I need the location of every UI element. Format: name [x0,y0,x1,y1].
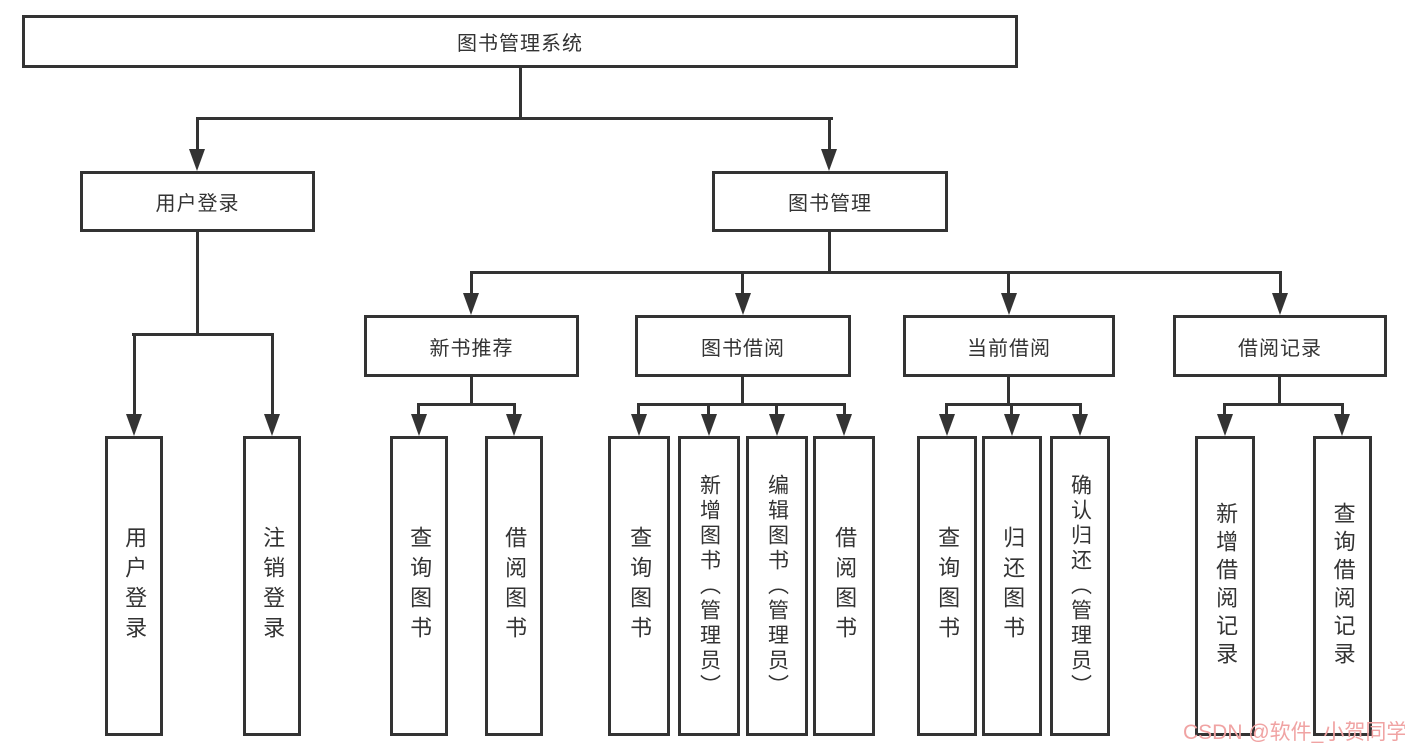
connector-cb-hbar [945,403,1082,406]
connector-br-hbar [1223,403,1344,406]
arrow-nbr-2 [506,414,522,436]
connector-drop-nbr-1 [417,403,420,416]
connector-drop-book-borrow [741,271,744,295]
node-label: 用户登录 [155,193,240,215]
node-label: 图书借阅 [701,337,785,360]
leaf-cb-confirm-return-admin: 确认归还（管理员） [1050,436,1110,736]
leaf-br-query-borrow-record: 查询借阅记录 [1313,436,1372,736]
connector-root-hbar [196,117,833,120]
connector-drop-cb-1 [945,403,948,416]
arrow-leaf-login [126,414,142,436]
connector-drop-current-borrow [1007,271,1010,295]
arrow-current-borrow [1001,293,1017,315]
node-book-borrowing: 图书借阅 [635,315,851,377]
arrow-bb-3 [769,414,785,436]
leaf-nbr-borrow-books: 借阅图书 [485,436,543,736]
arrow-user-login [189,149,205,171]
leaf-logout: 注销登录 [243,436,301,736]
connector-user-login-stem [196,232,199,335]
node-label: 新书推荐 [429,337,514,360]
leaf-label: 注销登录 [260,526,286,646]
csdn-watermark: CSDN @软件_小贺同学 [1183,721,1405,744]
leaf-label: 借阅图书 [502,526,528,646]
connector-drop-leaf-logout [271,333,274,416]
connector-nbr-stem [470,377,473,405]
node-borrowing-records: 借阅记录 [1173,315,1387,377]
connector-cb-stem [1007,377,1010,405]
node-label: 当前借阅 [967,337,1051,360]
leaf-cb-query-books: 查询图书 [917,436,977,736]
arrow-bb-4 [836,414,852,436]
connector-drop-br-2 [1341,403,1344,416]
arrow-cb-2 [1004,414,1020,436]
arrow-bb-2 [701,414,717,436]
connector-drop-cb-2 [1010,403,1013,416]
connector-drop-nbr-2 [513,403,516,416]
connector-drop-bb-3 [775,403,778,416]
connector-drop-bb-2 [707,403,710,416]
connector-drop-bb-4 [843,403,846,416]
node-new-book-recommendation: 新书推荐 [364,315,579,377]
leaf-label: 查询图书 [407,526,433,646]
arrow-leaf-logout [264,414,280,436]
connector-drop-br-1 [1223,403,1226,416]
connector-drop-user-login [196,117,199,151]
leaf-bb-query-books: 查询图书 [608,436,670,736]
arrow-cb-3 [1072,414,1088,436]
arrow-bb-1 [631,414,647,436]
leaf-bb-edit-books-admin: 编辑图书（管理员） [746,436,808,736]
leaf-label: 用户登录 [122,526,148,646]
node-book-management: 图书管理 [712,171,948,232]
leaf-label: 归还图书 [1000,526,1026,646]
arrow-book-mgmt [821,149,837,171]
connector-root-stem [519,67,522,119]
leaf-bb-add-books-admin: 新增图书（管理员） [678,436,740,736]
connector-drop-cb-3 [1079,403,1082,416]
connector-nbr-hbar [417,403,516,406]
node-label: 借阅记录 [1238,337,1322,360]
leaf-label: 查询图书 [935,526,961,646]
node-label: 图书管理 [788,193,872,215]
connector-book-mgmt-stem [828,232,831,273]
arrow-nbr-1 [411,414,427,436]
arrow-new-book-rec [463,293,479,315]
leaf-nbr-query-books: 查询图书 [390,436,448,736]
arrow-book-borrow [735,293,751,315]
arrow-br-2 [1334,414,1350,436]
connector-bb-stem [741,377,744,405]
leaf-label: 查询借阅记录 [1330,502,1356,670]
node-user-login: 用户登录 [80,171,315,232]
leaf-bb-borrow-books: 借阅图书 [813,436,875,736]
connector-br-stem [1278,377,1281,405]
connector-drop-book-mgmt [828,117,831,151]
leaf-label: 确认归还（管理员） [1068,473,1092,699]
leaf-label: 编辑图书（管理员） [765,473,789,699]
arrow-br-1 [1217,414,1233,436]
leaf-label: 新增借阅记录 [1213,502,1239,670]
leaf-br-add-borrow-record: 新增借阅记录 [1195,436,1255,736]
arrow-borrow-records [1272,293,1288,315]
node-current-borrowing: 当前借阅 [903,315,1115,377]
node-library-management-system: 图书管理系统 [22,15,1018,68]
connector-drop-new-book-rec [470,271,473,295]
connector-book-mgmt-hbar [470,271,1282,274]
connector-drop-leaf-login [133,333,136,416]
connector-bb-hbar [637,403,846,406]
leaf-user-login: 用户登录 [105,436,163,736]
connector-drop-borrow-records [1279,271,1282,295]
leaf-label: 借阅图书 [832,526,858,646]
leaf-label: 查询图书 [627,526,653,646]
leaf-cb-return-books: 归还图书 [982,436,1042,736]
connector-drop-bb-1 [637,403,640,416]
arrow-cb-1 [939,414,955,436]
node-label: 图书管理系统 [457,33,583,55]
connector-user-login-hbar [132,333,274,336]
leaf-label: 新增图书（管理员） [697,473,721,699]
